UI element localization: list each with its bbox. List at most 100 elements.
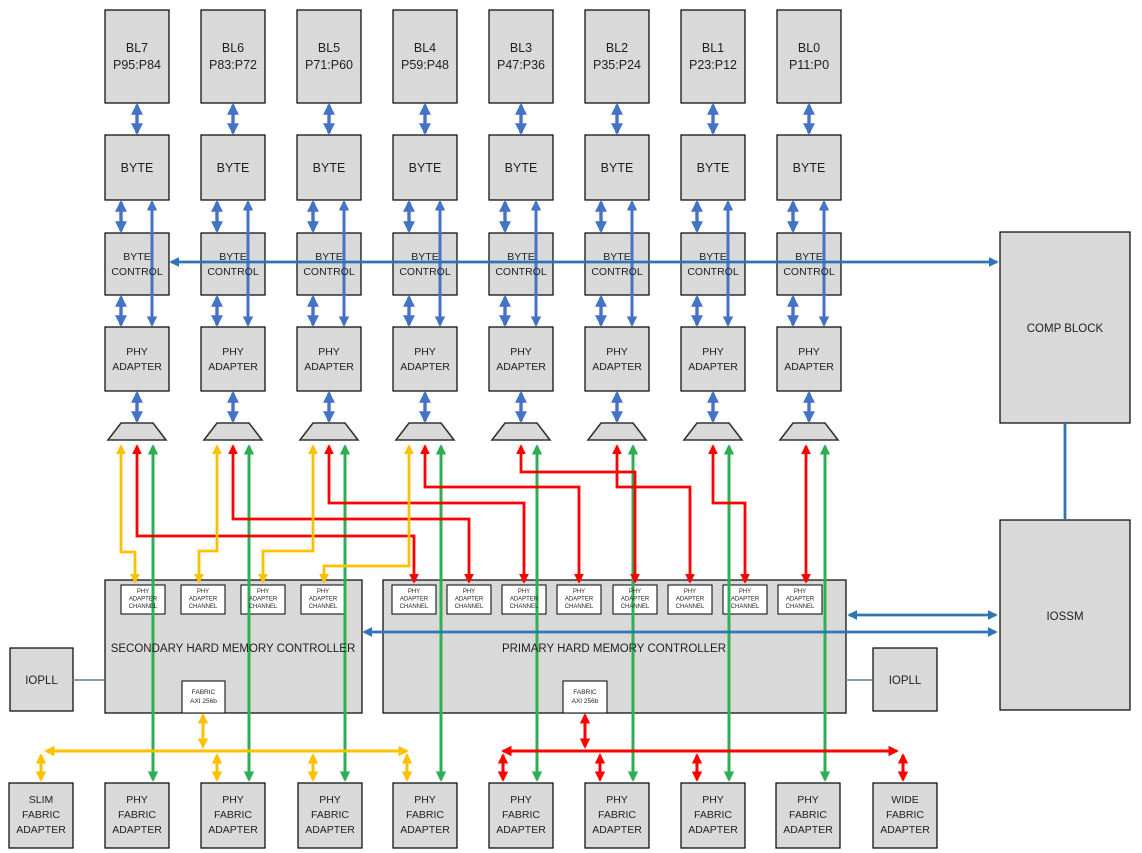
channel-label: PHY — [317, 589, 329, 595]
phy-adapter-block — [488, 326, 554, 392]
byte-block — [776, 134, 842, 201]
phy-adapter-label: ADAPTER — [688, 361, 738, 373]
phy-adapter-block — [200, 326, 266, 392]
fabric-adapter-block — [392, 782, 458, 849]
phy-adapter-label: PHY — [126, 346, 148, 358]
iopll-left-block — [9, 647, 74, 712]
iossm-block — [999, 519, 1131, 711]
phy-adapter-label: PHY — [222, 346, 244, 358]
bl-pins-label: P23:P12 — [689, 58, 737, 72]
byte-block — [104, 134, 170, 201]
phy-adapter-label: ADAPTER — [784, 361, 834, 373]
byte-control-label: CONTROL — [783, 266, 834, 278]
fabric-axi-label: FABRIC — [192, 689, 216, 696]
fabric-adapter-label: PHY — [510, 794, 532, 806]
byte-control-label: BYTE — [507, 251, 534, 263]
channel-label: PHY — [794, 589, 806, 595]
fabric-adapter-block — [488, 782, 554, 849]
byte-control-block — [104, 232, 170, 296]
fabric-adapter-block — [8, 782, 74, 849]
byte-label: BYTE — [601, 161, 634, 175]
byte-block — [392, 134, 458, 201]
fabric-axi-label: AXI 256b — [572, 698, 599, 705]
bl-pins-label: P83:P72 — [209, 58, 257, 72]
phy-adapter-label: ADAPTER — [496, 361, 546, 373]
fabric-adapter-label: ADAPTER — [496, 824, 546, 836]
bl-block — [584, 9, 650, 104]
byte-control-block — [776, 232, 842, 296]
byte-control-label: CONTROL — [591, 266, 642, 278]
channel-label: ADAPTER — [129, 597, 158, 603]
fabric-adapter-label: SLIM — [29, 794, 54, 806]
byte-control-block — [296, 232, 362, 296]
bl-label: BL4 — [414, 41, 436, 55]
bl-label: BL2 — [606, 41, 628, 55]
channel-label: ADAPTER — [309, 597, 338, 603]
mux-secondary-channel-yellow-arrow — [258, 444, 318, 584]
fabric-adapter-label: PHY — [702, 794, 724, 806]
mux-primary-channel-red-arrow — [228, 444, 474, 584]
fabric-adapter-label: ADAPTER — [305, 824, 355, 836]
secondary-phy-adapter-channel — [300, 584, 346, 615]
primary-phy-adapter-channel — [556, 584, 602, 615]
byte-control-label: BYTE — [315, 251, 342, 263]
byte-label: BYTE — [409, 161, 442, 175]
fabric-adapter-label: ADAPTER — [880, 824, 930, 836]
iopll-right-block — [872, 647, 938, 712]
bl-pins-label: P47:P36 — [497, 58, 545, 72]
byte-label: BYTE — [217, 161, 250, 175]
secondary-phy-adapter-channel — [180, 584, 226, 615]
fabric-adapter-label: ADAPTER — [400, 824, 450, 836]
byte-block — [584, 134, 650, 201]
mux-primary-channel-red-arrow — [708, 444, 750, 584]
phy-adapter-block — [680, 326, 746, 392]
channel-label: PHY — [137, 589, 149, 595]
byte-label: BYTE — [505, 161, 538, 175]
mux-trapezoid — [490, 422, 552, 441]
phy-adapter-label: PHY — [798, 346, 820, 358]
bl-pins-label: P59:P48 — [401, 58, 449, 72]
mux-trapezoid — [682, 422, 744, 441]
channel-label: PHY — [463, 589, 475, 595]
mux-secondary-channel-yellow-arrow — [194, 444, 222, 584]
byte-label: BYTE — [793, 161, 826, 175]
fabric-adapter-label: ADAPTER — [688, 824, 738, 836]
channel-label: CHANNEL — [129, 604, 158, 610]
bl-block — [392, 9, 458, 104]
bl-block — [776, 9, 842, 104]
bl-pins-label: P11:P0 — [789, 58, 829, 72]
primary-fabric-axi-block — [562, 680, 608, 714]
bl-label: BL0 — [798, 41, 820, 55]
mux-trapezoid — [394, 422, 456, 441]
channel-label: PHY — [518, 589, 530, 595]
primary-phy-adapter-channel — [667, 584, 713, 615]
channel-label: CHANNEL — [786, 604, 815, 610]
layer-blue-arrows — [115, 102, 1067, 637]
fabric-adapter-block — [680, 782, 746, 849]
mux-primary-channel-red-arrow — [324, 444, 529, 584]
fabric-adapter-label: FABRIC — [502, 809, 540, 821]
channel-label: CHANNEL — [565, 604, 594, 610]
fabric-adapter-label: PHY — [797, 794, 819, 806]
bl-label: BL5 — [318, 41, 340, 55]
mux-secondary-channel-yellow-arrow — [116, 444, 140, 584]
byte-control-label: BYTE — [123, 251, 150, 263]
bl-block — [200, 9, 266, 104]
mux-primary-channel-red-arrow — [420, 444, 584, 584]
phy-adapter-label: PHY — [510, 346, 532, 358]
phy-adapter-label: ADAPTER — [400, 361, 450, 373]
bl-pins-label: P95:P84 — [113, 58, 161, 72]
bl-pins-label: P71:P60 — [305, 58, 353, 72]
fabric-adapter-label: FABRIC — [886, 809, 924, 821]
bl-pins-label: P35:P24 — [593, 58, 641, 72]
channel-label: PHY — [573, 589, 585, 595]
byte-label: BYTE — [121, 161, 154, 175]
byte-label: BYTE — [313, 161, 346, 175]
fabric-adapter-label: FABRIC — [311, 809, 349, 821]
channel-label: CHANNEL — [510, 604, 539, 610]
fabric-adapter-label: PHY — [126, 794, 148, 806]
layer-labels: BL7P95:P84BYTEBYTECONTROLPHYADAPTERBL6P8… — [16, 41, 1103, 836]
mux-primary-channel-red-arrow — [612, 444, 695, 584]
channel-label: ADAPTER — [400, 597, 429, 603]
